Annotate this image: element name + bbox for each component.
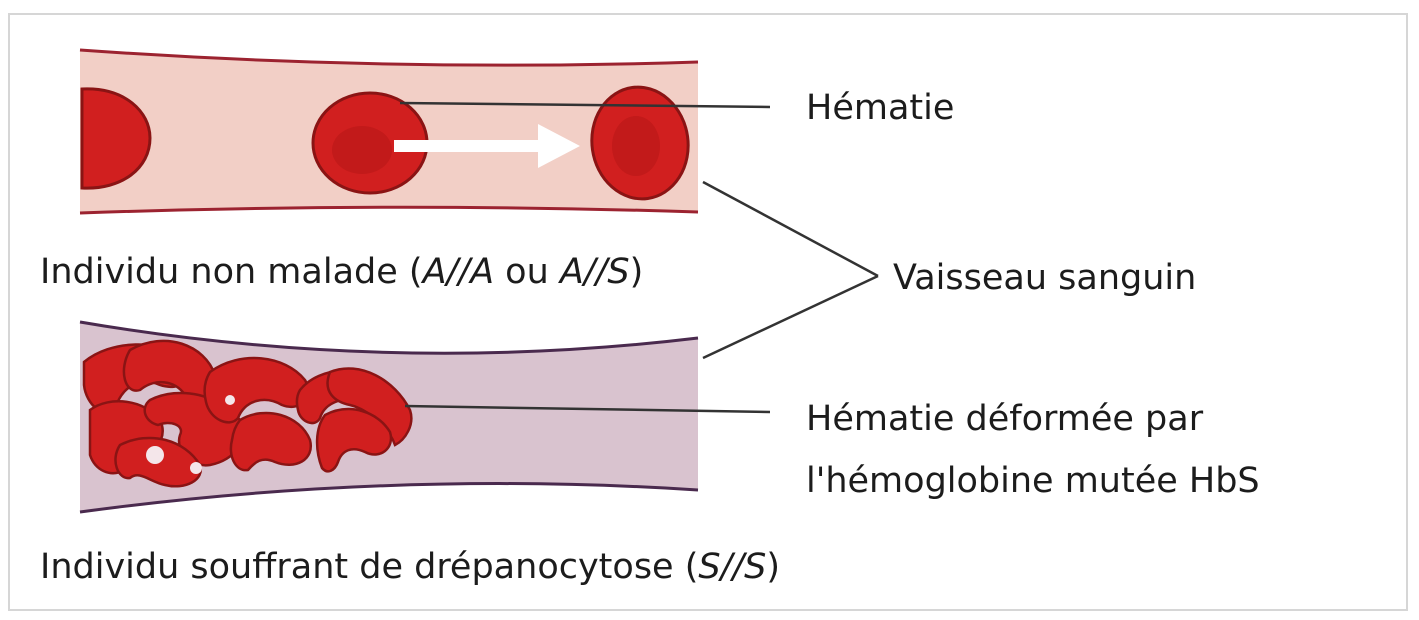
- genotype-ss: S//S: [698, 547, 766, 587]
- label-vaisseau-sanguin: Vaisseau sanguin: [893, 256, 1196, 302]
- caption-non-malade-ou: ou: [494, 252, 560, 292]
- caption-drepanocytose-close: ): [766, 547, 780, 587]
- caption-drepanocytose: Individu souffrant de drépanocytose (S//…: [40, 545, 780, 591]
- leader-lines-vaisseau: [703, 182, 878, 358]
- caption-non-malade-close: ): [630, 252, 644, 292]
- caption-non-malade-text: Individu non malade (: [40, 252, 423, 292]
- label-hematie-deformee: Hématie déformée par l'hémoglobine mutée…: [806, 388, 1260, 512]
- genotype-aa: A//A: [423, 252, 494, 292]
- caption-non-malade: Individu non malade (A//A ou A//S): [40, 250, 643, 296]
- genotype-as: A//S: [560, 252, 630, 292]
- label-hematie-deformee-line1: Hématie déformée par: [806, 388, 1260, 450]
- caption-drepanocytose-text: Individu souffrant de drépanocytose (: [40, 547, 698, 587]
- label-hematie-deformee-line2: l'hémoglobine mutée HbS: [806, 450, 1260, 512]
- label-hematie: Hématie: [806, 86, 954, 132]
